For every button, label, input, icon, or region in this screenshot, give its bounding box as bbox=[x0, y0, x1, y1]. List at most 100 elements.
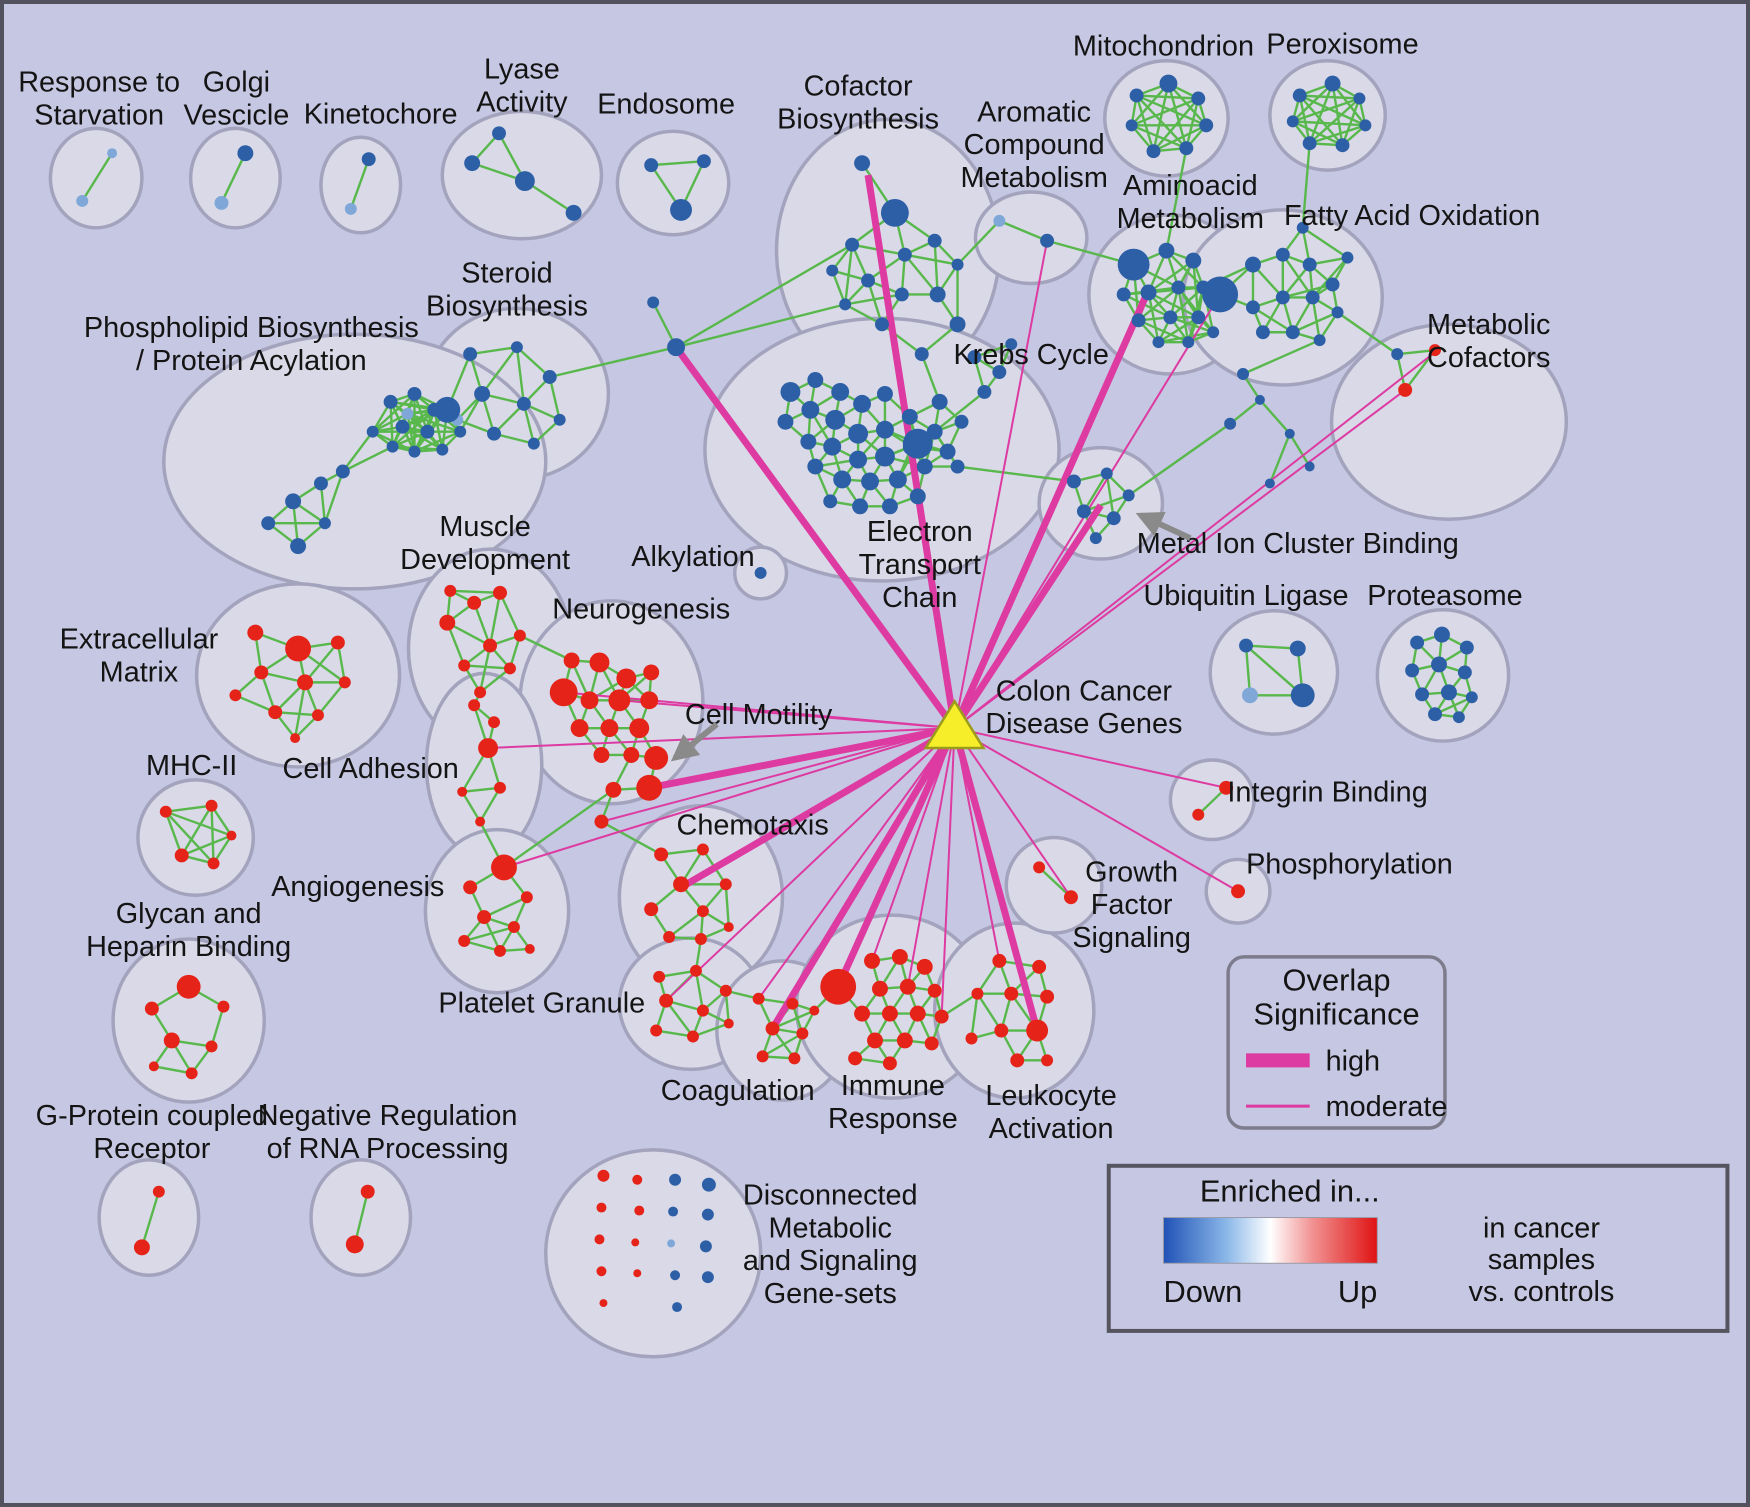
gene-set-edge bbox=[976, 993, 1003, 1032]
gene-set-node-down bbox=[1066, 474, 1081, 489]
gene-set-node-down bbox=[1140, 284, 1157, 301]
gene-set-edge bbox=[371, 393, 416, 433]
significance-edge-moderate bbox=[619, 699, 955, 730]
intercluster-edges-layer bbox=[446, 143, 1398, 1018]
gene-set-node-up bbox=[229, 689, 242, 702]
gene-set-node-down bbox=[516, 396, 531, 411]
label-kinetochore: Kinetochore bbox=[304, 98, 458, 130]
gene-set-edge bbox=[762, 1032, 803, 1058]
gene-set-node-up bbox=[594, 1234, 605, 1245]
gene-set-edge bbox=[1152, 124, 1207, 153]
gene-set-edge bbox=[1308, 83, 1334, 144]
gene-set-edge bbox=[1291, 82, 1334, 123]
gene-set-node-up bbox=[634, 1205, 645, 1216]
gene-set-node-down bbox=[894, 287, 909, 302]
intercluster-edge bbox=[503, 788, 615, 869]
gene-set-node-down bbox=[916, 458, 933, 475]
gene-set-node-up bbox=[696, 1004, 709, 1017]
gene-set-edge bbox=[260, 672, 277, 713]
gene-set-node-up bbox=[254, 665, 269, 680]
gene-set-node-up bbox=[650, 1024, 663, 1037]
gene-set-node-down bbox=[1152, 336, 1165, 349]
gene-set-node-down bbox=[1179, 141, 1194, 156]
gene-set-node-up bbox=[152, 1185, 165, 1198]
legend-enrichment-title: Enriched in... bbox=[1200, 1174, 1380, 1209]
gene-set-edge bbox=[1131, 124, 1187, 150]
significance-edge-moderate bbox=[954, 727, 1227, 789]
intercluster-edge bbox=[1301, 143, 1311, 228]
gene-set-node-down bbox=[667, 1239, 676, 1248]
gene-set-node-down bbox=[1131, 313, 1146, 328]
gene-set-node-up bbox=[207, 857, 220, 870]
gene-set-node-down bbox=[669, 1173, 682, 1186]
legend-high-label: high bbox=[1326, 1045, 1381, 1077]
significance-edge-high bbox=[951, 503, 1104, 731]
gene-set-edge bbox=[1135, 95, 1155, 152]
gene-set-node-up bbox=[756, 1050, 769, 1063]
gene-set-edge bbox=[473, 602, 492, 646]
gene-set-node-down bbox=[1158, 242, 1175, 259]
gene-set-edge bbox=[831, 270, 847, 305]
gene-set-node-up bbox=[632, 1174, 643, 1185]
gene-set-node-down bbox=[1324, 75, 1341, 92]
gene-set-edge bbox=[481, 346, 518, 395]
gene-set-edge bbox=[724, 884, 730, 928]
label-integrin-binding: Integrin Binding bbox=[1227, 777, 1427, 809]
gene-set-node-down bbox=[826, 264, 839, 277]
gene-set-edge bbox=[844, 293, 903, 306]
gene-set-node-down bbox=[992, 365, 1007, 379]
gene-set-edge bbox=[904, 253, 958, 266]
gene-set-node-down bbox=[1286, 115, 1299, 128]
gene-set-node-down bbox=[395, 419, 410, 434]
gene-set-node-up bbox=[338, 676, 351, 689]
gene-set-node-down bbox=[897, 247, 912, 262]
gene-set-node-down bbox=[1116, 287, 1131, 302]
gene-set-node-down bbox=[1163, 310, 1178, 325]
gene-set-node-down bbox=[927, 233, 942, 248]
gene-set-node-down bbox=[464, 155, 481, 172]
gene-set-edge bbox=[463, 939, 501, 953]
gene-set-node-up bbox=[205, 1040, 218, 1053]
label-peroxisome: Peroxisome bbox=[1266, 29, 1418, 61]
gene-set-node-down bbox=[853, 394, 872, 413]
gene-set-edge bbox=[1298, 94, 1344, 147]
label-cell-adhesion: Cell Adhesion bbox=[283, 753, 459, 785]
gene-set-edge bbox=[140, 1191, 160, 1248]
gene-set-node-down bbox=[854, 155, 871, 172]
significance-edge-moderate bbox=[940, 728, 956, 1017]
gene-set-edge bbox=[165, 810, 232, 837]
gene-set-node-down bbox=[1292, 88, 1307, 103]
gene-set-node-down bbox=[875, 317, 889, 332]
gene-set-node-down bbox=[1242, 687, 1258, 704]
gene-set-edge bbox=[1298, 95, 1311, 144]
gene-set-node-up bbox=[345, 1235, 364, 1254]
gene-set-node-down bbox=[950, 459, 965, 474]
gene-set-node-down bbox=[1237, 368, 1250, 380]
gene-set-node-down bbox=[318, 517, 331, 530]
gene-set-node-down bbox=[285, 493, 302, 510]
gene-set-node-down bbox=[1325, 277, 1340, 292]
label-coagulation: Coagulation bbox=[661, 1075, 815, 1107]
label-cell-motility: Cell Motility bbox=[685, 699, 833, 731]
gene-set-edge bbox=[464, 664, 511, 670]
gene-set-node-up bbox=[226, 830, 237, 841]
gene-set-node-up bbox=[1219, 780, 1234, 795]
gene-set-node-down bbox=[699, 1240, 712, 1253]
gene-set-node-up bbox=[494, 944, 506, 957]
gene-set-node-up bbox=[644, 902, 659, 917]
gene-set-node-down bbox=[1305, 290, 1320, 305]
gene-set-node-up bbox=[1231, 884, 1246, 899]
gene-set-edge bbox=[516, 346, 551, 378]
gene-set-node-up bbox=[457, 786, 468, 797]
gene-set-node-down bbox=[647, 296, 660, 309]
legend-enrichment: Enriched in... Down Up in cancer samples… bbox=[1106, 1163, 1730, 1333]
gene-set-edge bbox=[1288, 433, 1311, 468]
gene-set-node-down bbox=[463, 347, 478, 362]
gene-set-edge bbox=[903, 253, 939, 296]
gene-set-node-up bbox=[524, 943, 535, 954]
intercluster-edge bbox=[956, 220, 1001, 266]
gene-set-edge bbox=[1105, 473, 1115, 519]
